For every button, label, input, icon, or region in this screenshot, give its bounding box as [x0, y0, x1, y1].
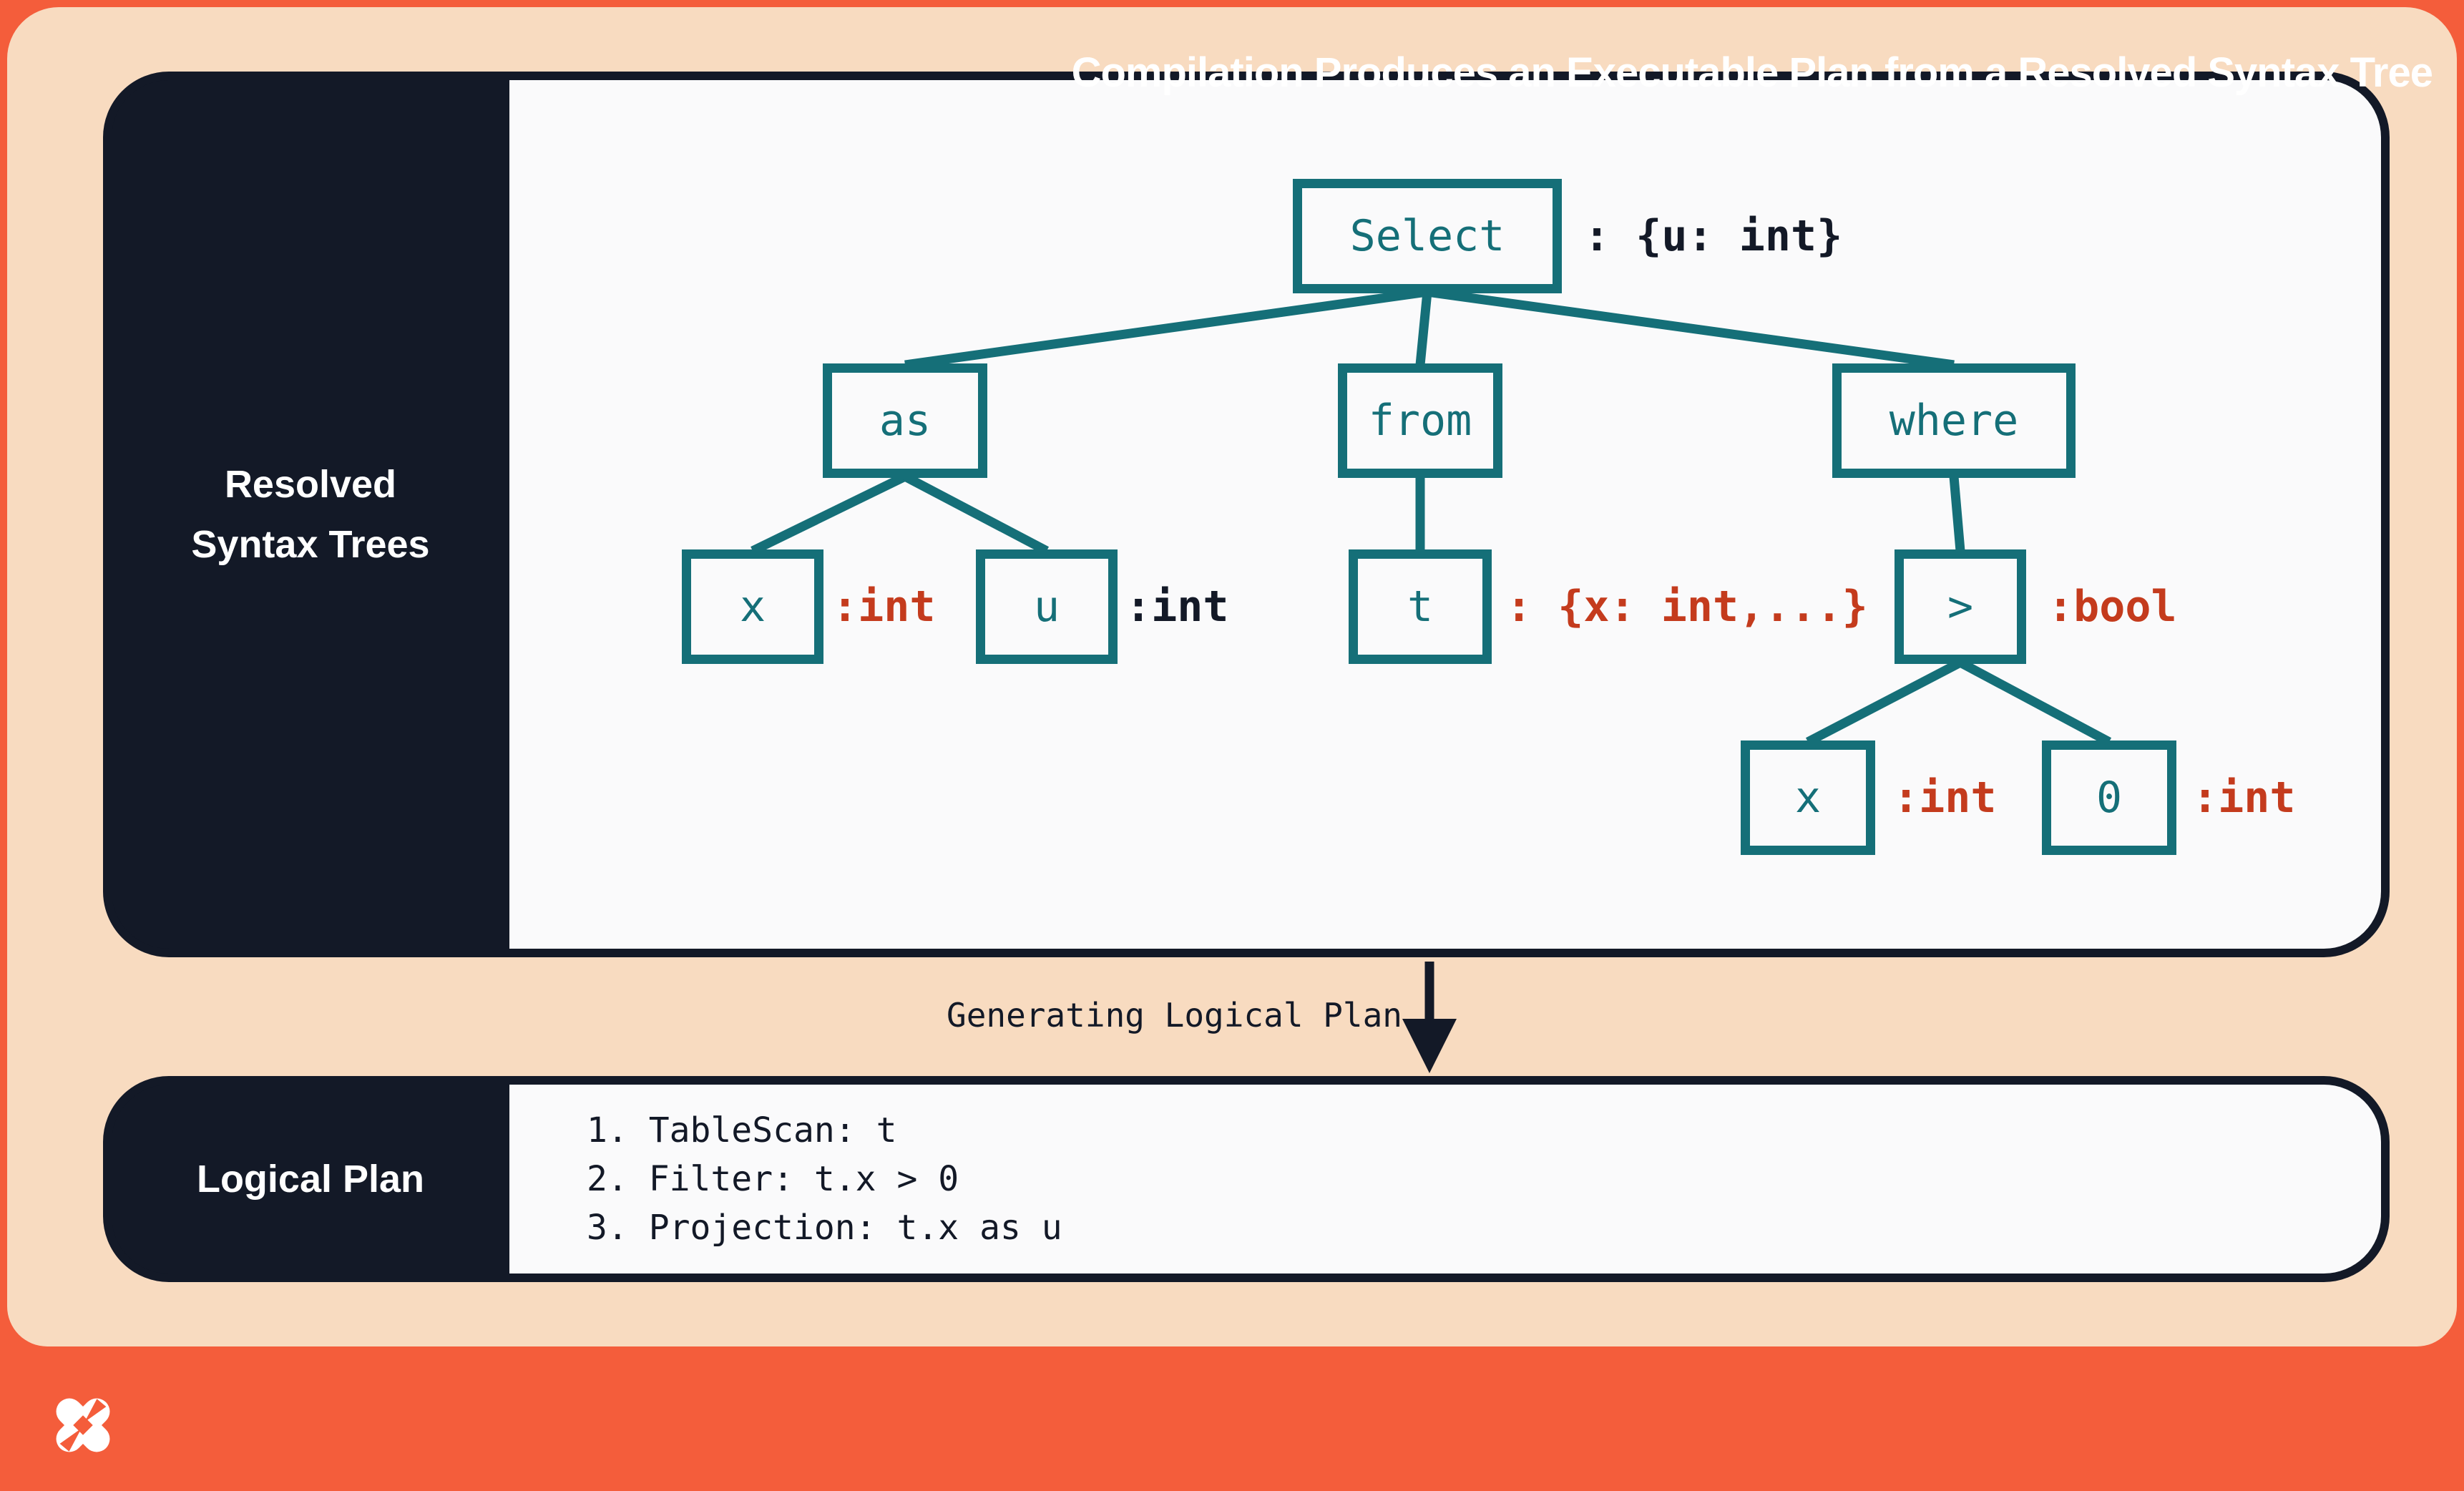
node-label: as: [879, 396, 932, 446]
node-label: from: [1368, 396, 1472, 446]
type-annotation-select: : {u: int}: [1584, 211, 1843, 261]
node-label: 0: [2096, 773, 2123, 823]
type-annotation-x-projection: :int: [832, 582, 936, 632]
type-annotation-x-predicate: :int: [1893, 773, 1997, 823]
tree-node-u: u: [976, 549, 1118, 664]
dbt-logo-icon: [56, 1398, 110, 1452]
label-line: Logical Plan: [196, 1158, 425, 1201]
label-line-2: Syntax Trees: [191, 523, 430, 566]
tree-node-greater-than: >: [1895, 549, 2026, 664]
footer-bar: [0, 1346, 2464, 1491]
tree-node-x-predicate: x: [1741, 740, 1875, 855]
footer-title: Compilation Produces an Executable Plan …: [1071, 49, 2433, 96]
tree-node-zero: 0: [2042, 740, 2176, 855]
node-label: where: [1889, 396, 2019, 446]
node-label: x: [739, 582, 766, 632]
node-label: Select: [1349, 211, 1505, 261]
node-label: u: [1033, 582, 1060, 632]
label-line-1: Resolved: [224, 463, 397, 506]
plan-step: 1. TableScan: t: [587, 1110, 897, 1150]
tree-node-x-projection: x: [682, 549, 823, 664]
node-label: >: [1947, 582, 1974, 632]
node-label: x: [1794, 773, 1822, 823]
resolved-syntax-trees-label: Resolved Syntax Trees: [112, 80, 509, 949]
type-annotation-greater-than: :bool: [2048, 582, 2177, 632]
tree-node-as: as: [823, 363, 987, 478]
node-label: t: [1407, 582, 1434, 632]
type-annotation-u: :int: [1125, 582, 1229, 632]
plan-step: 3. Projection: t.x as u: [587, 1208, 1062, 1248]
tree-node-from: from: [1338, 363, 1502, 478]
logical-plan-label: Logical Plan: [112, 1085, 509, 1274]
generating-logical-plan-label: Generating Logical Plan: [947, 996, 1402, 1035]
tree-node-select: Select: [1293, 179, 1562, 293]
logical-plan-steps: 1. TableScan: t 2. Filter: t.x > 0 3. Pr…: [587, 1085, 2304, 1274]
tree-node-where: where: [1832, 363, 2076, 478]
type-annotation-zero: :int: [2192, 773, 2296, 823]
logical-plan-panel: Logical Plan: [103, 1076, 2390, 1282]
type-annotation-t: : {x: int,...}: [1506, 582, 1868, 632]
tree-node-t: t: [1349, 549, 1492, 664]
plan-step: 2. Filter: t.x > 0: [587, 1159, 959, 1199]
plan-area: [509, 1085, 2381, 1274]
